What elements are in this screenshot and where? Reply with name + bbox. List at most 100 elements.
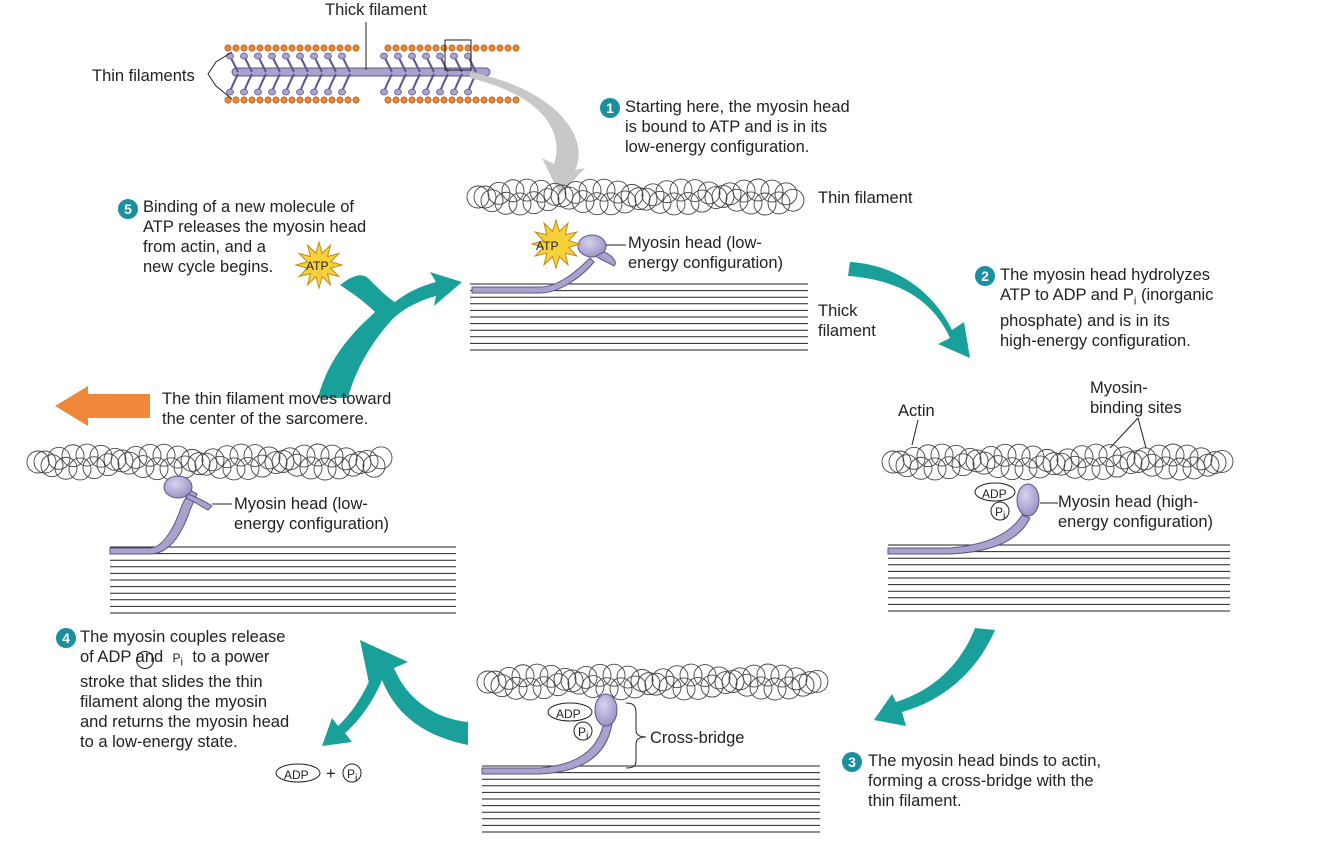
actin-subunit <box>916 444 940 468</box>
grey-zoom-arrow <box>470 72 585 195</box>
panel-3-actin-chain <box>476 663 829 701</box>
overview-actin-bead <box>416 96 424 104</box>
released-pi-label: Pi <box>347 764 357 788</box>
actin-subunit <box>560 669 584 693</box>
actin-subunit <box>278 447 302 471</box>
actin-subunit <box>173 455 197 479</box>
actin-subunit <box>679 663 703 687</box>
overview-actin-bead <box>456 96 464 104</box>
overview-actin-bead <box>232 44 240 52</box>
actin-subunit <box>805 669 829 693</box>
overview-head <box>296 88 304 96</box>
actin-subunit <box>630 668 654 692</box>
actin-subunit <box>902 446 926 470</box>
overview-head <box>436 52 444 60</box>
myosin-head-low-label-1: Myosin head (low- energy configuration) <box>628 234 784 272</box>
overview-actin-bead <box>320 44 328 52</box>
overview-actin-bead <box>280 44 288 52</box>
overview-actin-bead <box>424 96 432 104</box>
step-4-number: 4 <box>56 628 76 648</box>
overview-head <box>450 88 458 96</box>
overview-actin-bead <box>240 44 248 52</box>
overview-actin-bead <box>504 96 512 104</box>
overview-actin-bead <box>408 96 416 104</box>
actin-subunit <box>958 447 982 471</box>
panel-1-thick-filament-lines <box>470 283 808 351</box>
overview-actin-bead <box>296 44 304 52</box>
overview-actin-bead <box>304 96 312 104</box>
actin-subunit <box>1035 448 1059 472</box>
overview-head <box>268 88 276 96</box>
step-1-text: Starting here, the myosin head is bound … <box>625 98 850 156</box>
overview-head <box>394 52 402 60</box>
binding-site-leader-a <box>1109 417 1139 449</box>
overview-head <box>324 88 332 96</box>
actin-subunit <box>574 665 598 689</box>
overview-actin-bead <box>336 44 344 52</box>
panel-2-myosin-head <box>1016 483 1040 517</box>
overview-actin-bead <box>488 96 496 104</box>
actin-subunit <box>749 676 773 700</box>
actin-subunit <box>82 456 106 480</box>
actin-subunit <box>763 677 787 701</box>
actin-subunit <box>781 188 805 212</box>
panel-2-actin-chain <box>881 443 1234 481</box>
thick-filament-top-label: Thick filament <box>325 1 427 19</box>
actin-subunit <box>473 185 497 209</box>
overview-actin-bead <box>384 44 392 52</box>
overview-actin-bead <box>440 44 448 52</box>
actin-subunit <box>1000 457 1024 481</box>
actin-subunit <box>602 663 626 687</box>
overview-head <box>282 52 290 60</box>
overview-actin-bead <box>448 44 456 52</box>
actin-subunit <box>138 443 162 467</box>
panel-4-myosin-neck <box>109 489 198 555</box>
actin-subunit <box>655 180 679 204</box>
panel-3-adp-label: ADP <box>556 707 581 721</box>
step-3-number: 3 <box>842 752 862 772</box>
panel-3-adp-oval <box>547 702 593 722</box>
step-4-text-a: The myosin couples release of ADP and <box>80 628 286 666</box>
actin-subunit <box>718 182 742 206</box>
actin-subunit <box>634 187 658 211</box>
actin-subunit <box>704 186 728 209</box>
actin-subunit <box>993 443 1017 467</box>
panel-1-actin-chain <box>466 178 805 216</box>
overview-actin-bead <box>304 44 312 52</box>
sarcomere-overview <box>207 22 585 195</box>
actin-subunit <box>606 180 630 204</box>
actin-subunit <box>753 192 777 216</box>
overview-head <box>338 52 346 60</box>
overview-actin-bead <box>480 44 488 52</box>
actin-subunit <box>725 188 749 212</box>
actin-subunit <box>609 677 633 701</box>
actin-subunit <box>756 663 780 687</box>
actin-subunit <box>497 666 521 690</box>
panel-3-myosin-head <box>594 693 618 727</box>
actin-subunit <box>131 455 155 479</box>
overview-actin-bead <box>464 44 472 52</box>
overview-head <box>310 88 318 96</box>
panel-2-adp-label: ADP <box>982 487 1007 501</box>
actin-subunit <box>487 181 511 205</box>
actin-subunit <box>571 190 595 214</box>
overview-head <box>436 88 444 96</box>
overview-actin-bead <box>344 44 352 52</box>
actin-subunit <box>26 450 50 474</box>
actin-subunit <box>672 677 696 701</box>
overview-actin-bead <box>496 96 504 104</box>
step-3-text: The myosin head binds to actin, forming … <box>868 752 1101 810</box>
overview-actin-bead <box>248 96 256 104</box>
overview-head <box>464 88 472 96</box>
overview-actin-bead <box>408 44 416 52</box>
actin-subunit <box>201 448 225 472</box>
step-4-pi-subscript: i <box>180 656 183 669</box>
overview-myosin-heads <box>226 52 477 96</box>
step-4-inline-pi-circle <box>136 651 154 669</box>
actin-subunit <box>909 456 933 480</box>
overview-actin-bead <box>480 96 488 104</box>
overview-head <box>226 88 234 96</box>
panel-1-myosin-head <box>577 234 607 258</box>
actin-subunit <box>553 667 577 691</box>
